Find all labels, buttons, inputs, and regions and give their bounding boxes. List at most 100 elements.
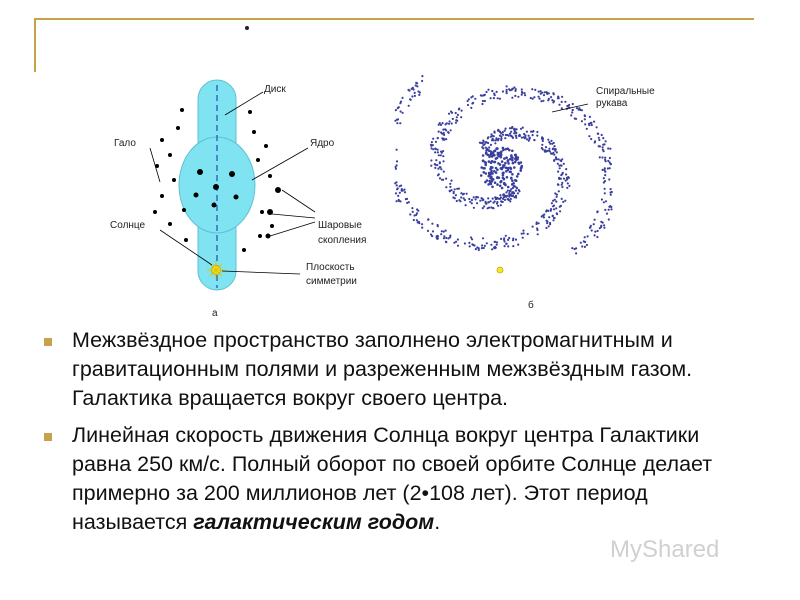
arm-star	[396, 122, 399, 125]
bulge-star	[494, 166, 498, 170]
arm-star	[436, 148, 439, 151]
arm-star	[522, 232, 525, 235]
arm-star	[444, 240, 447, 243]
arm-star	[473, 244, 476, 247]
arm-star	[588, 115, 592, 118]
arm-star	[474, 248, 477, 251]
arm-star	[564, 179, 567, 182]
bulge-star	[487, 160, 491, 163]
arm-star	[558, 176, 561, 179]
bulge-star	[504, 166, 508, 170]
arm-star	[468, 241, 471, 244]
arm-star	[449, 182, 452, 185]
arm-star	[470, 96, 473, 99]
arm-star	[558, 103, 561, 106]
arm-star	[500, 200, 503, 203]
arm-star	[455, 199, 458, 203]
bulge-star	[500, 150, 503, 154]
arm-star	[564, 100, 567, 103]
arm-star	[566, 186, 569, 189]
arm-star	[456, 244, 460, 247]
arm-star	[550, 96, 553, 99]
arm-star	[470, 236, 473, 239]
arm-star	[427, 218, 430, 221]
label-arms-line1: Спиральные	[596, 86, 655, 97]
arm-star	[596, 229, 599, 233]
arm-star	[598, 138, 601, 142]
bulge-star	[513, 166, 516, 169]
arm-star	[455, 240, 458, 243]
arm-star	[594, 230, 597, 233]
core-dots	[193, 169, 239, 208]
arm-star	[397, 106, 400, 109]
arm-star	[603, 169, 606, 172]
arm-star	[609, 147, 612, 150]
arm-star	[489, 97, 492, 100]
arm-star	[431, 230, 435, 233]
arm-star	[397, 198, 400, 202]
arm-star	[548, 149, 551, 152]
arm-star	[432, 137, 435, 140]
arm-star	[453, 241, 456, 244]
bulge-star	[501, 146, 505, 150]
arm-star	[559, 210, 562, 213]
arm-star	[583, 114, 586, 117]
bulge-star	[506, 159, 510, 162]
bulge-star	[520, 164, 524, 168]
arm-star	[500, 237, 503, 240]
arm-star	[561, 95, 564, 98]
arm-star	[508, 195, 511, 198]
arm-star	[457, 108, 460, 111]
bulge-star	[499, 180, 502, 184]
arm-star	[608, 156, 612, 160]
arm-star	[501, 131, 504, 134]
bulge-star	[500, 166, 504, 170]
arm-star	[517, 95, 520, 98]
arm-star	[565, 168, 568, 171]
arm-star	[436, 164, 439, 167]
bulge-star	[488, 155, 491, 159]
arm-star	[514, 194, 518, 197]
arm-star	[492, 135, 495, 138]
arm-star	[513, 86, 516, 89]
arm-star	[562, 200, 565, 203]
bullet-list: Межзвёздное пространство заполнено элект…	[44, 326, 760, 545]
arm-star	[447, 131, 450, 134]
arm-star	[575, 252, 578, 255]
arm-star	[485, 149, 488, 152]
arm-star	[522, 136, 526, 139]
bulge-star	[502, 148, 505, 152]
label-disk: Диск	[264, 84, 286, 95]
arm-star	[401, 96, 404, 99]
arm-star	[607, 159, 610, 162]
arm-star	[471, 238, 474, 241]
arm-star	[603, 167, 606, 170]
bulge-star	[489, 181, 492, 184]
arm-star	[603, 224, 606, 227]
arm-star	[408, 89, 411, 92]
watermark-text: MyShared	[610, 536, 720, 563]
arm-star	[596, 132, 599, 135]
arm-star	[500, 137, 503, 140]
arm-star	[601, 156, 604, 159]
bulge-star	[511, 179, 514, 182]
frame-top-line	[34, 18, 754, 20]
arm-star	[484, 146, 487, 149]
label-halo: Гало	[114, 138, 136, 149]
label-arms-line2: рукава	[596, 98, 628, 109]
arm-star	[511, 182, 514, 186]
arm-star	[495, 137, 498, 140]
arm-star	[596, 210, 599, 213]
arm-star	[479, 94, 482, 97]
arm-star	[488, 146, 491, 149]
arm-star	[463, 242, 466, 245]
arm-star	[509, 200, 512, 203]
arm-star	[531, 134, 534, 137]
arm-star	[502, 197, 505, 200]
arm-star	[503, 198, 507, 201]
arm-star	[514, 132, 518, 135]
arm-star	[445, 122, 448, 125]
edge-on-galaxy-diagram: Диск Гало Ядро Солнце Шаровые скопления …	[110, 79, 366, 319]
arm-star	[531, 225, 534, 228]
arm-star	[580, 109, 584, 112]
